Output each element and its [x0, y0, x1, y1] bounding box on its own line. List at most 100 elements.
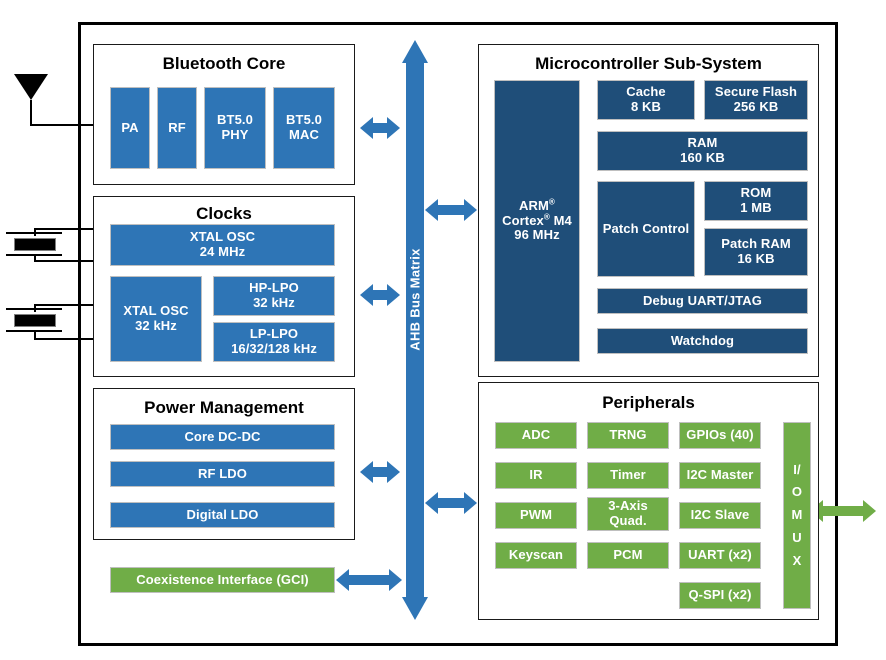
xtal32-down-stem — [34, 330, 36, 340]
block-arm-cortex-m4[interactable]: ARM® Cortex® M4 96 MHz — [494, 80, 580, 362]
arrow-coexistence-to-bus — [336, 569, 402, 591]
gpios-label: GPIOs (40) — [686, 427, 754, 443]
coexistence-label: Coexistence Interface (GCI) — [136, 571, 309, 587]
sflash-l2: 256 KB — [733, 99, 779, 114]
block-pa[interactable]: PA — [110, 87, 150, 169]
mcu-subsystem-title: Microcontroller Sub-System — [535, 54, 762, 73]
block-rf-ldo[interactable]: RF LDO — [110, 461, 335, 487]
block-bt50-mac[interactable]: BT5.0 MAC — [273, 87, 335, 169]
block-trng[interactable]: TRNG — [587, 422, 669, 449]
block-pwm[interactable]: PWM — [495, 502, 577, 529]
block-io-mux[interactable]: I/ O M U X — [783, 422, 811, 609]
rom-l1: ROM — [740, 185, 772, 201]
block-pa-label: PA — [121, 119, 139, 135]
arm-l2: Cortex — [502, 212, 544, 228]
peripherals-title: Peripherals — [602, 393, 695, 412]
ram-label: RAM 160 KB — [680, 136, 725, 165]
pwm-label: PWM — [519, 507, 553, 523]
lp-lpo-label: LP-LPO 16/32/128 kHz — [231, 327, 317, 356]
bt50-mac-l1: BT5.0 — [286, 112, 322, 128]
xtal32-l2: 32 kHz — [135, 318, 177, 333]
block-xtal-osc-24mhz[interactable]: XTAL OSC 24 MHz — [110, 224, 335, 266]
patch-ram-label: Patch RAM 16 KB — [721, 237, 791, 266]
block-gpios[interactable]: GPIOs (40) — [679, 422, 761, 449]
xtal32-up-stem — [34, 304, 36, 312]
antenna-stem — [30, 100, 32, 126]
arrow-bluetooth-core-to-bus — [360, 117, 400, 139]
xtal24-up-stem — [34, 228, 36, 236]
quad-label: 3-Axis Quad. — [608, 499, 648, 528]
block-3-axis-quad[interactable]: 3-Axis Quad. — [587, 497, 669, 531]
block-rf[interactable]: RF — [157, 87, 197, 169]
block-debug-uart-jtag[interactable]: Debug UART/JTAG — [597, 288, 808, 314]
block-digital-ldo[interactable]: Digital LDO — [110, 502, 335, 528]
io-mux-c1: O — [791, 484, 803, 500]
xtal24-trace-bottom — [34, 260, 110, 262]
xtal32-trace-bottom — [34, 338, 110, 340]
antenna-trace — [30, 124, 110, 126]
cache-l2: 8 KB — [630, 99, 662, 114]
rf-ldo-label: RF LDO — [198, 465, 247, 481]
xtal24-label: XTAL OSC 24 MHz — [190, 230, 255, 259]
arm-cortex-label: ARM® Cortex® M4 96 MHz — [502, 197, 572, 243]
block-rom[interactable]: ROM 1 MB — [704, 181, 808, 221]
block-watchdog[interactable]: Watchdog — [597, 328, 808, 354]
hp-lpo-l2: 32 kHz — [253, 295, 295, 310]
quad-l1: 3-Axis — [608, 498, 648, 514]
uart-label: UART (x2) — [688, 547, 752, 563]
arm-sup1: ® — [548, 197, 555, 207]
block-coexistence-interface[interactable]: Coexistence Interface (GCI) — [110, 567, 335, 593]
block-bt50-phy[interactable]: BT5.0 PHY — [204, 87, 266, 169]
xtal24-down-stem — [34, 254, 36, 262]
arm-sup2: ® — [543, 212, 550, 222]
bt50-phy-l2: PHY — [221, 127, 249, 142]
block-i2c-slave[interactable]: I2C Slave — [679, 502, 761, 529]
chip-boundary — [78, 22, 838, 646]
block-keyscan[interactable]: Keyscan — [495, 542, 577, 569]
quad-l2: Quad. — [609, 513, 647, 528]
hp-lpo-l1: HP-LPO — [249, 280, 299, 296]
cache-l1: Cache — [626, 84, 666, 100]
block-patch-ram[interactable]: Patch RAM 16 KB — [704, 228, 808, 276]
block-core-dc-dc[interactable]: Core DC-DC — [110, 424, 335, 450]
block-pcm[interactable]: PCM — [587, 542, 669, 569]
block-patch-control[interactable]: Patch Control — [597, 181, 695, 277]
i2c-slave-label: I2C Slave — [690, 507, 750, 523]
block-cache[interactable]: Cache 8 KB — [597, 80, 695, 120]
xtal32-l1: XTAL OSC — [123, 303, 189, 319]
ahb-arrow-up — [402, 40, 428, 63]
sflash-l1: Secure Flash — [714, 84, 798, 100]
block-ir[interactable]: IR — [495, 462, 577, 489]
arm-l3: 96 MHz — [514, 227, 560, 243]
ahb-bus-matrix[interactable]: AHB Bus Matrix — [402, 40, 428, 620]
block-lp-lpo[interactable]: LP-LPO 16/32/128 kHz — [213, 322, 335, 362]
bt50-phy-l1: BT5.0 — [217, 112, 253, 128]
xtal24-l1: XTAL OSC — [189, 229, 256, 245]
pcm-label: PCM — [613, 547, 643, 563]
block-uart-x2[interactable]: UART (x2) — [679, 542, 761, 569]
clocks-title: Clocks — [196, 204, 252, 223]
xtal32-trace-top — [34, 304, 110, 306]
block-secure-flash[interactable]: Secure Flash 256 KB — [704, 80, 808, 120]
block-xtal-osc-32khz[interactable]: XTAL OSC 32 kHz — [110, 276, 202, 362]
block-hp-lpo[interactable]: HP-LPO 32 kHz — [213, 276, 335, 316]
block-i2c-master[interactable]: I2C Master — [679, 462, 761, 489]
cache-label: Cache 8 KB — [626, 85, 666, 114]
lp-lpo-l2: 16/32/128 kHz — [231, 341, 317, 356]
xtal32-label: XTAL OSC 32 kHz — [123, 304, 188, 333]
hp-lpo-label: HP-LPO 32 kHz — [249, 281, 299, 310]
io-mux-c0: I/ — [793, 461, 801, 477]
keyscan-label: Keyscan — [508, 547, 564, 563]
bluetooth-core-title: Bluetooth Core — [162, 54, 286, 73]
ram-l2: 160 KB — [680, 150, 725, 165]
secure-flash-label: Secure Flash 256 KB — [715, 85, 797, 114]
block-adc[interactable]: ADC — [495, 422, 577, 449]
pram-l1: Patch RAM — [721, 236, 791, 252]
rom-label: ROM 1 MB — [740, 186, 771, 215]
block-timer[interactable]: Timer — [587, 462, 669, 489]
arrow-io-mux-external — [810, 500, 876, 522]
rom-l2: 1 MB — [740, 200, 772, 215]
block-ram[interactable]: RAM 160 KB — [597, 131, 808, 171]
i2c-master-label: I2C Master — [686, 467, 754, 483]
block-q-spi-x2[interactable]: Q-SPI (x2) — [679, 582, 761, 609]
